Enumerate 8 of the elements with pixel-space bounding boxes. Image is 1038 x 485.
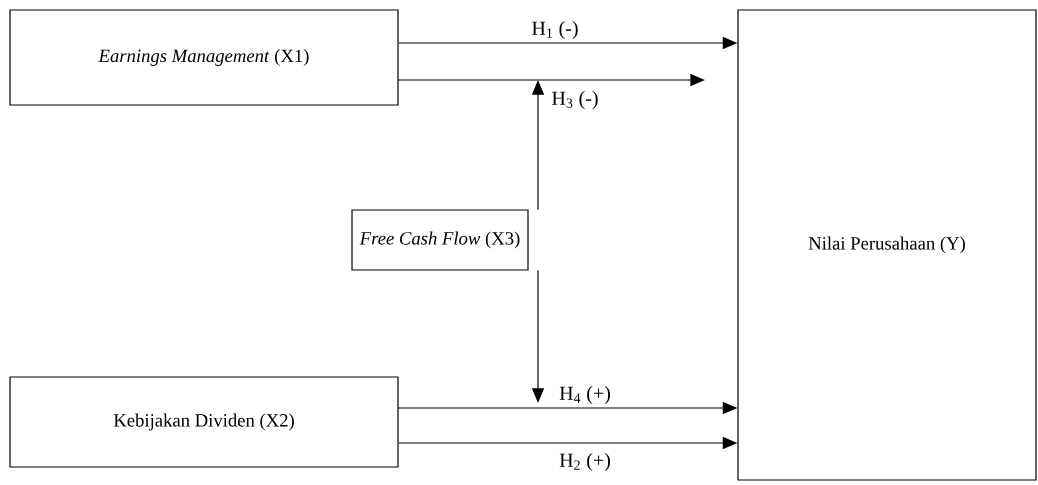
edge-label: H$_{4}$ (+)	[557, 384, 613, 406]
edge-label: H$_{2}$ (+)	[557, 451, 613, 473]
variable-box: Free Cash Flow (X3)	[351, 209, 529, 271]
variable-box: Kebijakan Dividen (X2)	[9, 376, 399, 468]
variable-box: Nilai Perusahaan (Y)	[737, 9, 1037, 481]
edge-label: H$_{1}$ (-)	[530, 19, 580, 41]
edge-label: H$_{3}$ (-)	[550, 89, 600, 111]
variable-box: Earnings Management (X1)	[9, 9, 399, 106]
